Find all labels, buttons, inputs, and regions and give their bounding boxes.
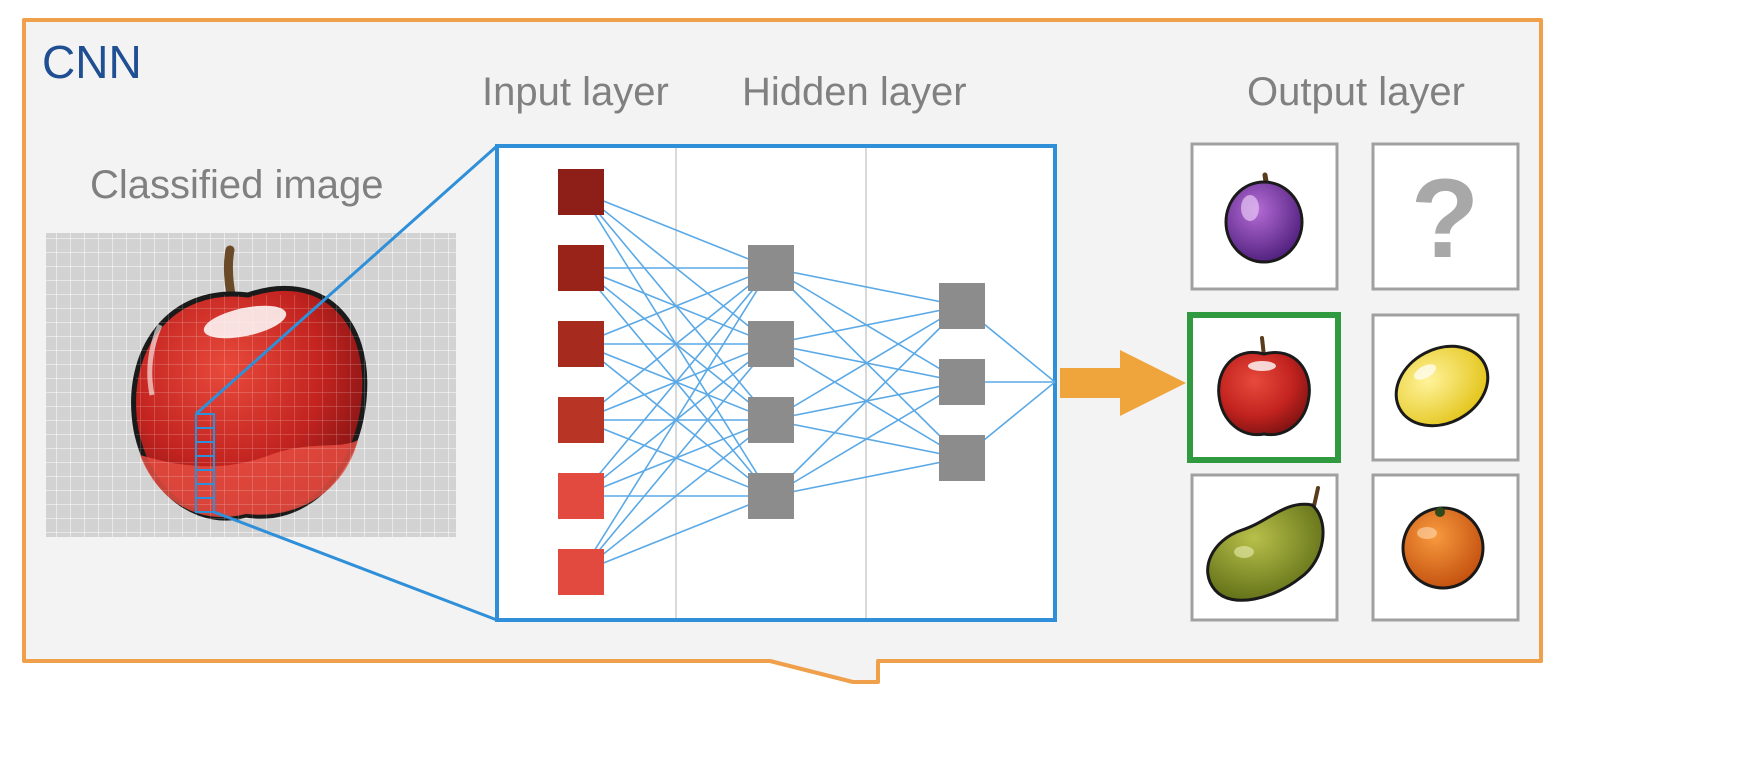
- output-tile-orange: [1371, 473, 1520, 622]
- hidden-node: [939, 359, 985, 405]
- connection-line: [580, 267, 772, 345]
- connection-line: [580, 419, 772, 573]
- pear-icon: [1206, 486, 1325, 602]
- zoom-line-bottom: [213, 510, 498, 622]
- output-tile-apple: [1187, 312, 1341, 463]
- hidden-node: [748, 245, 794, 291]
- input-node: [558, 169, 604, 215]
- orange-icon: [1401, 506, 1485, 590]
- nodes: [558, 169, 985, 595]
- output-tile-lemon: [1371, 313, 1520, 462]
- zoom-line-top: [195, 144, 498, 416]
- hidden-layer-label: Hidden layer: [742, 70, 967, 114]
- connection-line: [580, 267, 772, 573]
- output-grid: ?: [1187, 142, 1520, 622]
- connection-line: [580, 343, 772, 573]
- hidden-node: [748, 397, 794, 443]
- connection-line: [770, 305, 963, 345]
- output-tile-plum: [1190, 142, 1339, 291]
- arrow-icon: [1060, 350, 1186, 416]
- connection-line: [770, 305, 963, 421]
- connection-line: [580, 495, 772, 573]
- input-node: [558, 321, 604, 367]
- connection-line: [580, 267, 772, 421]
- connection-line: [580, 267, 772, 497]
- hidden-node: [748, 473, 794, 519]
- classified-image-label: Classified image: [90, 163, 383, 207]
- question-icon: ?: [1411, 156, 1479, 281]
- apple-image: [131, 245, 368, 527]
- lemon-icon: [1394, 344, 1490, 428]
- input-node: [558, 549, 604, 595]
- connection-line: [580, 191, 772, 269]
- hidden-node: [939, 283, 985, 329]
- hidden-node: [748, 321, 794, 367]
- input-layer-label: Input layer: [482, 70, 669, 114]
- connection-line: [770, 305, 963, 497]
- connection-line: [770, 381, 963, 497]
- classified-image: [46, 233, 456, 537]
- hidden-node: [939, 435, 985, 481]
- input-node: [558, 473, 604, 519]
- plum-icon: [1224, 172, 1304, 264]
- connections: [580, 191, 1056, 573]
- output-layer-label: Output layer: [1247, 70, 1465, 114]
- page-title: CNN: [42, 36, 142, 88]
- apple-icon: [1217, 336, 1311, 437]
- connection-line: [770, 267, 963, 307]
- input-node: [558, 245, 604, 291]
- output-tile-unknown: ?: [1371, 142, 1520, 291]
- connection-line: [770, 457, 963, 497]
- input-node: [558, 397, 604, 443]
- output-tile-pear: [1190, 473, 1339, 622]
